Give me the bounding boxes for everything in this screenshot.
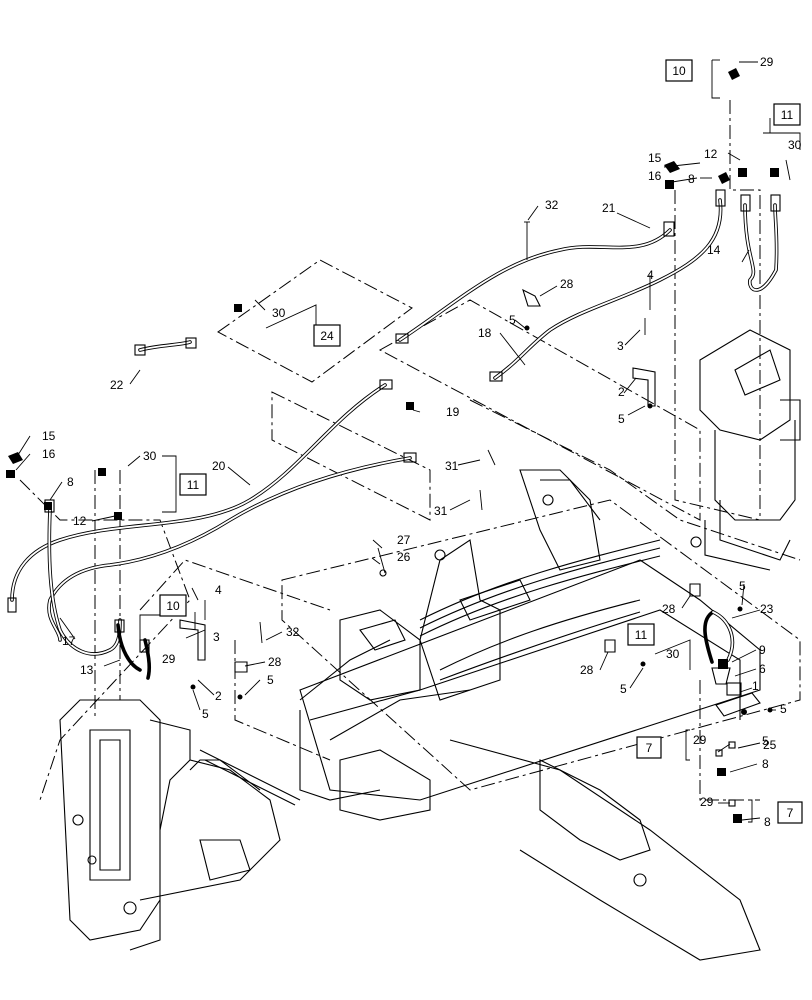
callout-21: 21 — [602, 201, 616, 215]
callout-8-right-b: 8 — [764, 815, 771, 829]
implement-frame — [299, 469, 761, 961]
callout-30-left: 30 — [143, 449, 157, 463]
callout-16-left: 16 — [42, 447, 56, 461]
boxed-ref-11-right: 11 — [635, 628, 648, 642]
callout-8-right-a: 8 — [762, 757, 769, 771]
callout-30-top: 30 — [788, 138, 802, 152]
callout-2-right: 2 — [618, 385, 625, 399]
callout-2-left: 2 — [215, 689, 222, 703]
callout-28-right-b: 28 — [580, 663, 594, 677]
boxed-ref-7-upper: 7 — [646, 741, 653, 755]
boxed-ref-10-top: 10 — [672, 64, 686, 78]
callout-3-right: 3 — [617, 339, 624, 353]
callout-4-right: 4 — [647, 268, 654, 282]
callout-8-left: 8 — [67, 475, 74, 489]
callout-15-top: 15 — [648, 151, 662, 165]
callout-19: 19 — [446, 405, 460, 419]
fittings — [6, 68, 781, 823]
callout-labels: 1 2 2 3 3 4 4 5 5 5 5 5 5 5 5 6 8 8 8 8 … — [42, 55, 802, 829]
callout-26: 26 — [397, 550, 411, 564]
callout-17: 17 — [62, 634, 76, 648]
left-wing-assembly — [59, 699, 301, 951]
boxed-ref-11-top: 11 — [781, 108, 794, 122]
leader-lines — [15, 59, 801, 823]
boxed-ref-24: 24 — [320, 329, 334, 343]
boxed-references: 10 10 11 11 11 24 7 7 — [159, 59, 803, 824]
callout-5-f: 5 — [620, 682, 627, 696]
callout-28-top: 28 — [560, 277, 574, 291]
callout-5-a: 5 — [509, 313, 516, 327]
callout-5-d: 5 — [202, 707, 209, 721]
callout-5-c: 5 — [267, 673, 274, 687]
callout-3-left: 3 — [213, 630, 220, 644]
callout-6: 6 — [759, 662, 766, 676]
callout-23: 23 — [760, 602, 774, 616]
callout-32-left: 32 — [286, 625, 300, 639]
callout-5-b: 5 — [618, 412, 625, 426]
callout-8-top: 8 — [688, 172, 695, 186]
callout-12-top: 12 — [704, 147, 718, 161]
callout-28-left: 28 — [268, 655, 282, 669]
callout-15-left: 15 — [42, 429, 56, 443]
callout-14: 14 — [707, 243, 721, 257]
callout-30-upper-left: 30 — [272, 306, 286, 320]
callout-5-h: 5 — [762, 734, 769, 748]
callout-16-top: 16 — [648, 169, 662, 183]
callout-25: 25 — [763, 738, 777, 752]
hoses — [10, 198, 779, 680]
callout-29-left: 29 — [162, 652, 176, 666]
callout-5-g: 5 — [780, 702, 787, 716]
callout-13: 13 — [80, 663, 94, 677]
callout-20: 20 — [212, 459, 226, 473]
boxed-ref-7-lower: 7 — [787, 806, 794, 820]
callout-32-top: 32 — [545, 198, 559, 212]
right-upright-assembly — [690, 329, 801, 571]
callout-9: 9 — [759, 643, 766, 657]
boxed-ref-11-left: 11 — [187, 478, 200, 492]
callout-28-right-a: 28 — [662, 602, 676, 616]
callout-31-lower: 31 — [434, 504, 448, 518]
callout-31-upper: 31 — [445, 459, 459, 473]
callout-30-right: 30 — [666, 647, 680, 661]
callout-22: 22 — [110, 378, 124, 392]
callout-27: 27 — [397, 533, 411, 547]
callout-12-left: 12 — [73, 514, 87, 528]
callout-18: 18 — [478, 326, 492, 340]
callout-29-top: 29 — [760, 55, 774, 69]
phantom-outlines — [19, 100, 801, 801]
callout-29-right-b: 29 — [700, 795, 714, 809]
callout-29-right-a: 29 — [693, 733, 707, 747]
callout-4-left: 4 — [215, 583, 222, 597]
callout-5-e: 5 — [739, 579, 746, 593]
boxed-ref-10-left: 10 — [166, 599, 180, 613]
callout-1: 1 — [752, 679, 759, 693]
